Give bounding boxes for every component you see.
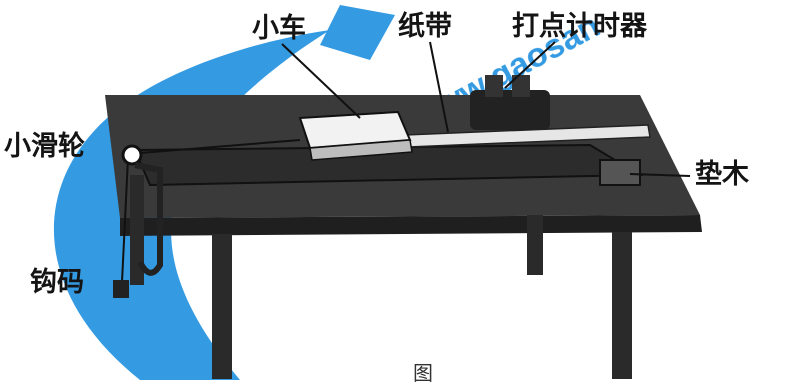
- label-car: 小车: [252, 13, 306, 44]
- watermark-blue-flag: [320, 5, 395, 60]
- hook-weight: [113, 280, 129, 298]
- tabletop-front-edge: [120, 215, 702, 236]
- leader-car: [281, 43, 361, 119]
- spark-timer: [470, 75, 550, 130]
- car: [298, 110, 413, 161]
- leader-block: [629, 173, 691, 177]
- pulley: [121, 144, 143, 166]
- string: [139, 139, 301, 154]
- table-leg-front-right: [612, 232, 632, 379]
- wood-block: [599, 159, 641, 186]
- figure-mark: 图: [413, 361, 433, 385]
- label-pulley: 小滑轮: [4, 131, 85, 162]
- label-paper-tape: 纸带: [398, 11, 452, 42]
- table-leg-back-left: [130, 175, 144, 285]
- table-leg-front-left: [212, 234, 232, 379]
- label-hook-weight: 钩码: [30, 267, 84, 298]
- table-leg-back-right: [527, 215, 543, 275]
- string-vertical: [121, 157, 129, 283]
- leader-lines: [281, 41, 691, 177]
- label-wood-block: 垫木: [695, 159, 749, 190]
- leader-tape: [429, 41, 449, 133]
- label-timer: 打点计时器: [512, 11, 647, 42]
- leader-timer: [504, 41, 556, 89]
- clamp: [134, 162, 163, 276]
